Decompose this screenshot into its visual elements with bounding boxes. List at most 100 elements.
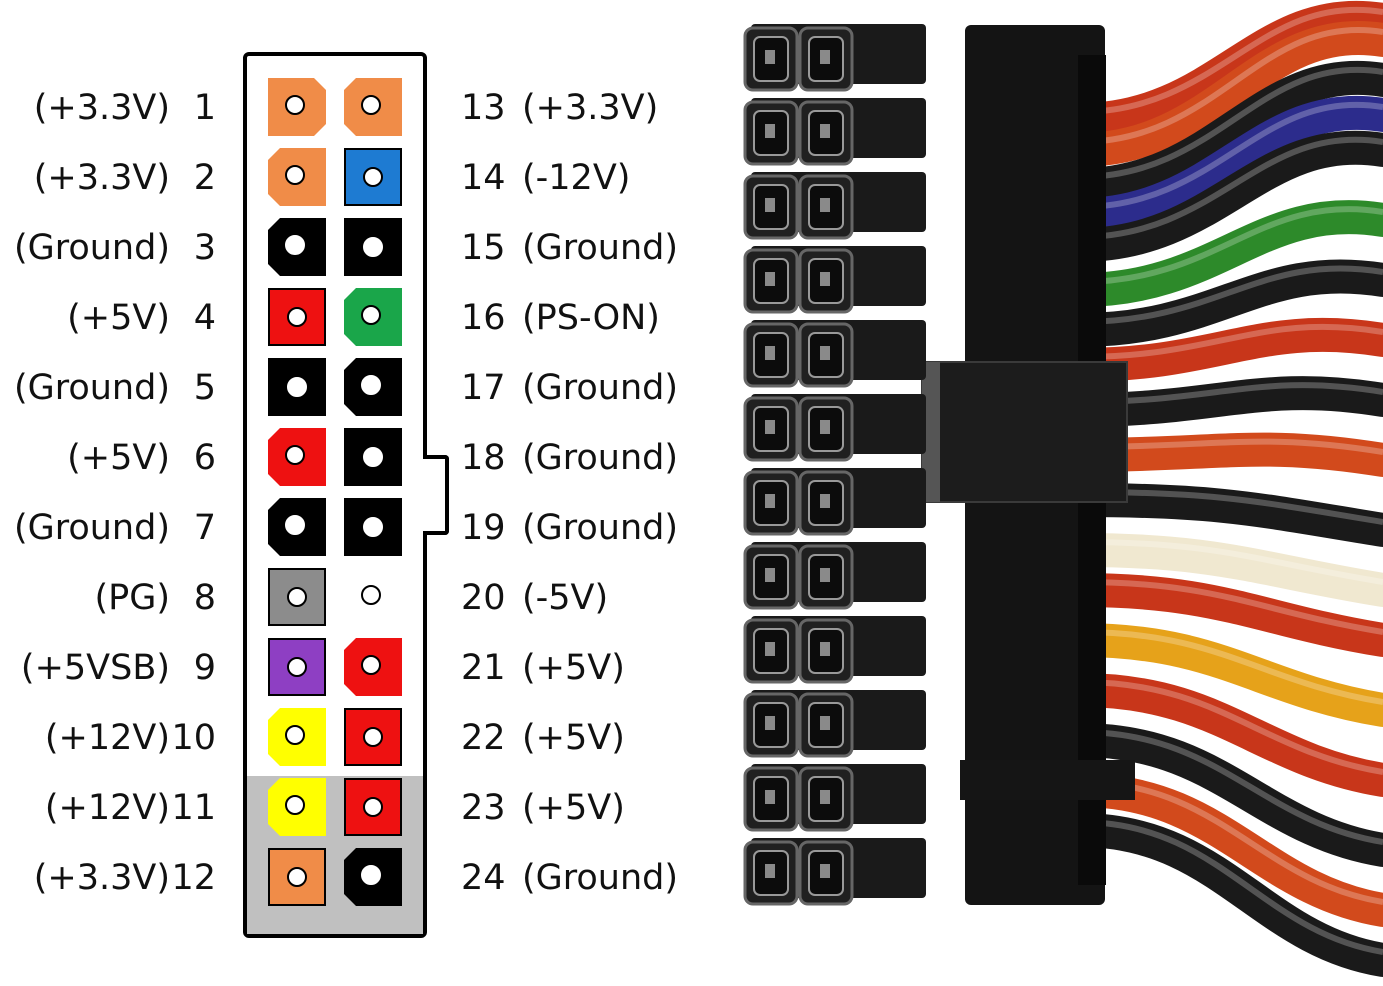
- pin-hole-icon: [285, 95, 305, 115]
- wire-highlight: [1079, 67, 1383, 180]
- wire: [1063, 376, 1383, 427]
- wire-highlight: [1079, 539, 1383, 585]
- pin-label-number: 22: [461, 718, 506, 758]
- connector-latch-body: [960, 760, 1135, 800]
- wire-highlight: [1079, 629, 1383, 705]
- connector-photo: [743, 0, 1383, 977]
- socket-terminal: [820, 568, 830, 582]
- pin-label-name: (+3.3V): [33, 858, 170, 898]
- socket-terminal: [765, 494, 775, 508]
- socket-terminal: [820, 124, 830, 138]
- pin-hole-icon: [361, 375, 381, 395]
- pin-label-name: (-5V): [522, 578, 609, 618]
- pin-label-number: 11: [171, 788, 216, 828]
- wire: [1063, 723, 1383, 867]
- pin-hole-icon: [285, 235, 305, 255]
- socket-terminal: [765, 198, 775, 212]
- wire: [1063, 573, 1383, 657]
- socket-terminal: [765, 790, 775, 804]
- pin-label-name: (Ground): [522, 368, 679, 408]
- pin-4: [268, 288, 326, 346]
- pin-label-name: (+5V): [67, 438, 170, 478]
- pin-14: [344, 148, 402, 206]
- pin-hole-icon: [285, 725, 305, 745]
- pin-label-number: 6: [193, 438, 216, 478]
- pin-24: [344, 848, 402, 906]
- pin-label-number: 8: [193, 578, 216, 618]
- pin-11: [268, 778, 326, 836]
- pin-hole-icon: [285, 445, 305, 465]
- wire-highlight: [1079, 265, 1383, 325]
- wire-highlight: [1079, 489, 1383, 525]
- pin-hole-icon: [361, 95, 381, 115]
- pin-label-name: (Ground): [522, 508, 679, 548]
- wire-highlight: [1079, 679, 1383, 775]
- pin-hole-icon: [287, 587, 307, 607]
- pin-label-name: (Ground): [522, 228, 679, 268]
- wire-highlight: [1079, 438, 1383, 455]
- socket-terminal: [820, 494, 830, 508]
- socket-terminal: [765, 864, 775, 878]
- wire: [1063, 432, 1383, 477]
- wire-highlight: [1079, 6, 1383, 115]
- socket-terminal: [820, 346, 830, 360]
- pin-19: [344, 498, 402, 556]
- pin-17: [344, 358, 402, 416]
- pin-20: [344, 568, 402, 626]
- wire: [1063, 200, 1383, 307]
- pin-label-name: (+3.3V): [522, 88, 659, 128]
- pin-label-name: (Ground): [522, 858, 679, 898]
- connector-clip-highlight: [922, 362, 940, 502]
- pin-label-number: 19: [461, 508, 506, 548]
- wire: [1063, 483, 1383, 547]
- socket-terminal: [765, 642, 775, 656]
- wire-highlight: [1079, 382, 1383, 405]
- socket-terminal: [765, 420, 775, 434]
- pin-label-number: 12: [171, 858, 216, 898]
- pin-hole-icon: [363, 517, 383, 537]
- pin-label-name: (+5V): [522, 648, 625, 688]
- pin-label-name: (+5V): [522, 718, 625, 758]
- wire-highlight: [1079, 136, 1383, 240]
- socket-terminal: [765, 272, 775, 286]
- pin-label-number: 24: [461, 858, 506, 898]
- pin-label-number: 20: [461, 578, 506, 618]
- pin-label-number: 13: [461, 88, 506, 128]
- socket-terminal: [820, 50, 830, 64]
- socket-terminal: [765, 568, 775, 582]
- wire-highlight: [1079, 729, 1383, 845]
- pin-label-name: (+5VSB): [20, 648, 170, 688]
- pin-21: [344, 638, 402, 696]
- socket-terminal: [765, 346, 775, 360]
- pin-hole-icon: [363, 727, 383, 747]
- wire: [1063, 21, 1383, 167]
- connector-clip: [921, 361, 1128, 503]
- pin-hole-icon: [285, 795, 305, 815]
- pin-hole-icon: [287, 657, 307, 677]
- socket-terminal: [820, 272, 830, 286]
- pin-1: [268, 78, 326, 136]
- wire: [1063, 259, 1383, 347]
- pin-label-number: 14: [461, 158, 506, 198]
- pin-hole-icon: [361, 655, 381, 675]
- pin-label-number: 17: [461, 368, 506, 408]
- connector-pinout-box: [243, 52, 427, 938]
- pin-label-number: 21: [461, 648, 506, 688]
- pin-label-name: (Ground): [522, 438, 679, 478]
- socket-terminal: [820, 642, 830, 656]
- pin-12: [268, 848, 326, 906]
- pin-3: [268, 218, 326, 276]
- socket-terminal: [820, 864, 830, 878]
- pin-23: [344, 778, 402, 836]
- pin-hole-icon: [361, 865, 381, 885]
- socket-terminal: [820, 420, 830, 434]
- pin-label-number: 16: [461, 298, 506, 338]
- pin-hole-icon: [361, 585, 381, 605]
- wire-highlight: [1079, 579, 1383, 635]
- pin-13: [344, 78, 402, 136]
- pin-label-name: (-12V): [522, 158, 631, 198]
- pin-15: [344, 218, 402, 276]
- pin-2: [268, 148, 326, 206]
- pin-18: [344, 428, 402, 486]
- wire-highlight: [1079, 27, 1383, 145]
